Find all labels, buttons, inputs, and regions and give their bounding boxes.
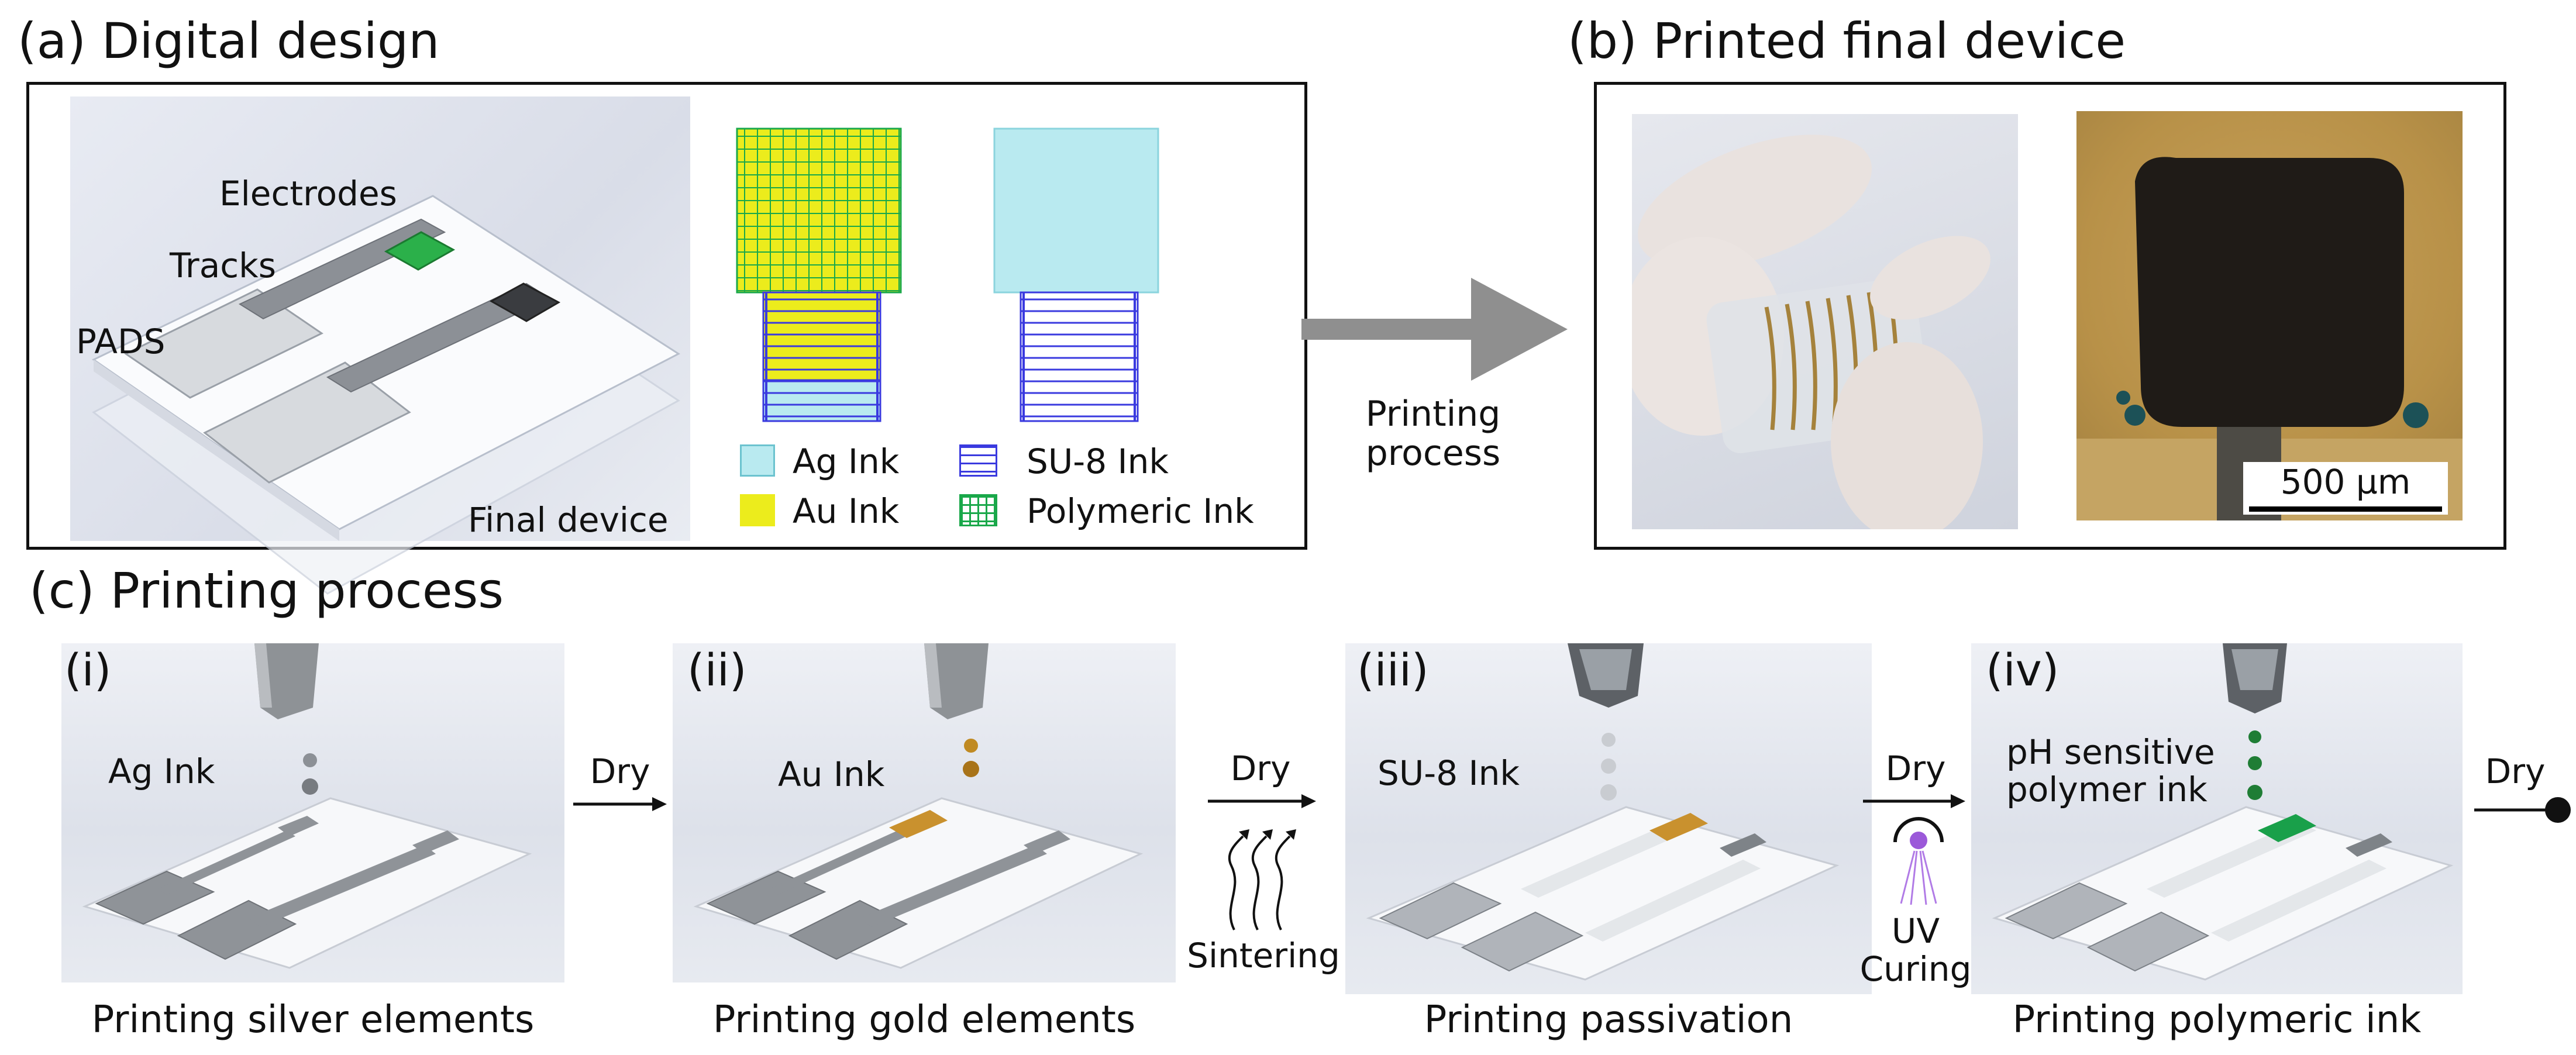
step-1-drawing <box>82 643 532 969</box>
panel-a-title: (a) Digital design <box>18 12 440 70</box>
step-3-caption: Printing passivation <box>1424 998 1793 1042</box>
layer-schematic <box>736 127 1159 422</box>
legend-label-au: Au Ink <box>793 491 900 531</box>
panel-b-frame <box>1594 82 2506 550</box>
label-pads: PADS <box>76 322 166 361</box>
step-4-index: (iv) <box>1986 644 2060 696</box>
step-1-caption: Printing silver elements <box>91 998 535 1042</box>
photo-microscope-drawing <box>2076 157 2463 520</box>
step-2-caption: Printing gold elements <box>712 998 1136 1042</box>
legend-swatch-polymeric <box>959 494 997 526</box>
scale-bar-box <box>2243 462 2448 515</box>
photo-microscope <box>2076 111 2463 520</box>
device-render <box>70 96 690 595</box>
transition-2-arrow-icon <box>1208 794 1316 808</box>
step-2-ink-label: Au Ink <box>778 754 885 794</box>
photo-flexible-device-drawing <box>1632 135 1990 529</box>
step-panel-3 <box>1345 643 1872 994</box>
scale-bar <box>2249 506 2442 512</box>
step-4-drawing <box>1992 643 2454 981</box>
step-3-index: (iii) <box>1357 644 1429 696</box>
step-1-ink-label: Ag Ink <box>108 751 215 791</box>
big-arrow-icon <box>1301 278 1568 381</box>
panel-c-title: (c) Printing process <box>29 562 504 619</box>
step-4-ink-label: pH sensitive polymer ink <box>2006 732 2215 809</box>
transition-1-arrow-icon <box>573 797 667 811</box>
panel-b-title: (b) Printed final device <box>1568 12 2126 70</box>
transition-4-label: Dry <box>2485 751 2546 791</box>
label-final-device: Final device <box>468 500 669 540</box>
transition-2-sublabel: Sintering <box>1187 936 1340 975</box>
step-2-drawing <box>693 643 1144 969</box>
step-3-drawing <box>1366 643 1840 981</box>
legend-swatch-su8 <box>959 444 997 477</box>
photo-flexible-device <box>1632 114 2018 529</box>
legend-label-ag: Ag Ink <box>793 442 900 481</box>
device-render-drawing <box>92 195 680 595</box>
step-4-caption: Printing polymeric ink <box>2012 998 2422 1042</box>
scale-bar-label: 500 µm <box>2280 462 2411 502</box>
panel-a-frame <box>26 82 1307 550</box>
transition-3-arrow-icon <box>1863 794 1965 808</box>
step-panel-1 <box>61 643 564 982</box>
transition-4-terminal-icon <box>2474 797 2571 823</box>
transition-3-sublabel: UV Curing <box>1859 911 1972 989</box>
transition-1-label: Dry <box>590 751 650 791</box>
label-tracks: Tracks <box>170 246 276 285</box>
legend-swatch-au <box>740 494 775 526</box>
label-electrodes: Electrodes <box>219 174 397 213</box>
uv-lamp-icon <box>1893 817 1944 905</box>
step-panel-2 <box>673 643 1176 982</box>
transition-3-label: Dry <box>1885 749 1946 788</box>
transition-2-label: Dry <box>1230 749 1291 788</box>
step-2-index: (ii) <box>687 644 747 696</box>
legend-label-su8: SU-8 Ink <box>1027 442 1169 481</box>
step-panel-4 <box>1971 643 2463 994</box>
step-3-ink-label: SU-8 Ink <box>1377 753 1520 793</box>
printing-process-label: Printing process <box>1365 394 1501 474</box>
legend-swatch-ag <box>740 444 775 477</box>
heat-waves-icon <box>1228 829 1296 930</box>
step-1-index: (i) <box>64 644 112 696</box>
legend-label-polymeric: Polymeric Ink <box>1027 491 1254 531</box>
